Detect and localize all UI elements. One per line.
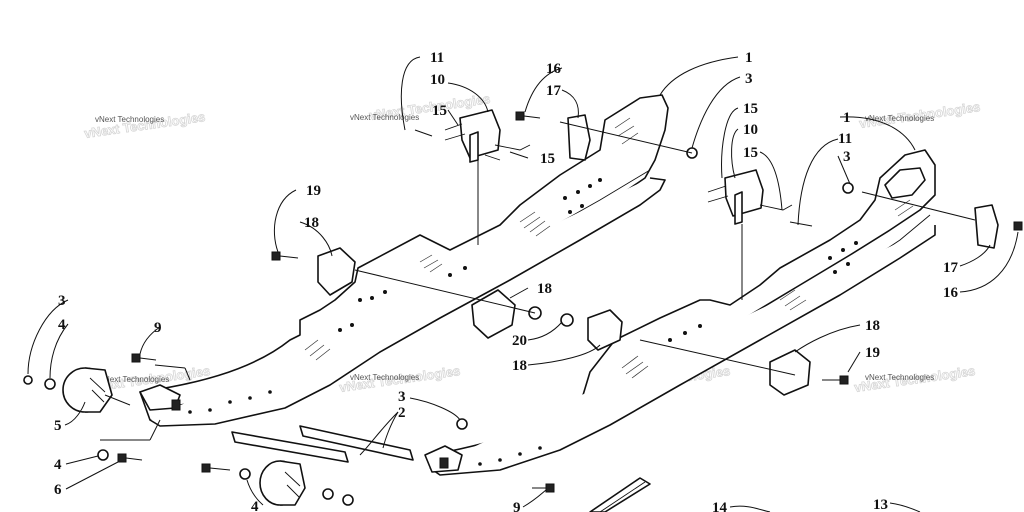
callout-11: 11 [838,131,852,147]
fasteners [23,111,1023,506]
callout-18: 18 [304,215,319,231]
callout-16: 16 [546,61,562,77]
callout-17: 17 [546,83,562,99]
callout-16: 16 [943,285,959,301]
callout-3: 3 [745,71,753,87]
callout-18: 18 [537,281,552,297]
bracket-17-left [567,114,591,161]
rail-shading [304,117,639,361]
bracket-18-a [317,247,356,296]
callout-13: 13 [873,497,888,512]
callout-1: 1 [843,110,851,126]
bracket-17-right [974,204,999,249]
bracket-18-b [471,289,516,339]
callout-3: 3 [843,149,851,165]
callout-11: 11 [430,50,444,66]
callout-1: 1 [745,50,753,66]
callout-14: 14 [712,500,728,512]
callout-15: 15 [743,145,758,161]
suspension-mount-left [444,109,531,163]
idler-wheel-left [62,367,113,413]
callout-10: 10 [430,72,445,88]
callout-20: 20 [512,333,527,349]
alignment-lines [100,121,976,441]
watermark-text: vNext Technologies [95,115,164,124]
bottom-partial-parts [589,477,651,512]
callout-10: 10 [743,122,758,138]
callout-4: 4 [251,499,259,512]
callout-4: 4 [58,317,66,333]
callout-19: 19 [306,183,321,199]
callout-17: 17 [943,260,959,276]
callout-18: 18 [512,358,527,374]
callout-3: 3 [398,389,406,405]
rail-shading [621,199,914,379]
callout-15: 15 [540,151,555,167]
callout-15: 15 [432,103,447,119]
callout-15: 15 [743,101,758,117]
leader-lines [27,56,1019,512]
bracket-18-c [587,309,623,351]
callout-9: 9 [513,500,521,512]
callout-5: 5 [54,418,62,434]
watermark-text: vNext Technologies [100,375,169,384]
callout-19: 19 [865,345,880,361]
watermark-text: vNext Technologies [350,373,419,382]
callout-2: 2 [398,405,406,421]
rail-holes [478,241,858,466]
watermark-text: vNext Technologies [350,113,419,122]
watermark-text: vNext Technologies [865,373,934,382]
callout-9: 9 [154,320,162,336]
cross-shafts [231,425,414,463]
bracket-18-d [769,349,811,396]
callout-labels: 1 1 2 3 3 3 3 4 4 4 5 6 9 9 10 10 11 11 … [54,50,959,512]
suspension-mount-right [707,169,793,225]
callout-3: 3 [58,293,66,309]
callout-18: 18 [865,318,880,334]
callout-4: 4 [54,457,62,473]
left-slide-rail [139,94,669,427]
callout-6: 6 [54,482,62,498]
watermark-ghost: vNext Technologies [83,109,206,141]
rail-holes [188,178,602,414]
idler-wheel-bottom [259,460,306,506]
watermark-text: vNext Technologies [865,114,934,123]
